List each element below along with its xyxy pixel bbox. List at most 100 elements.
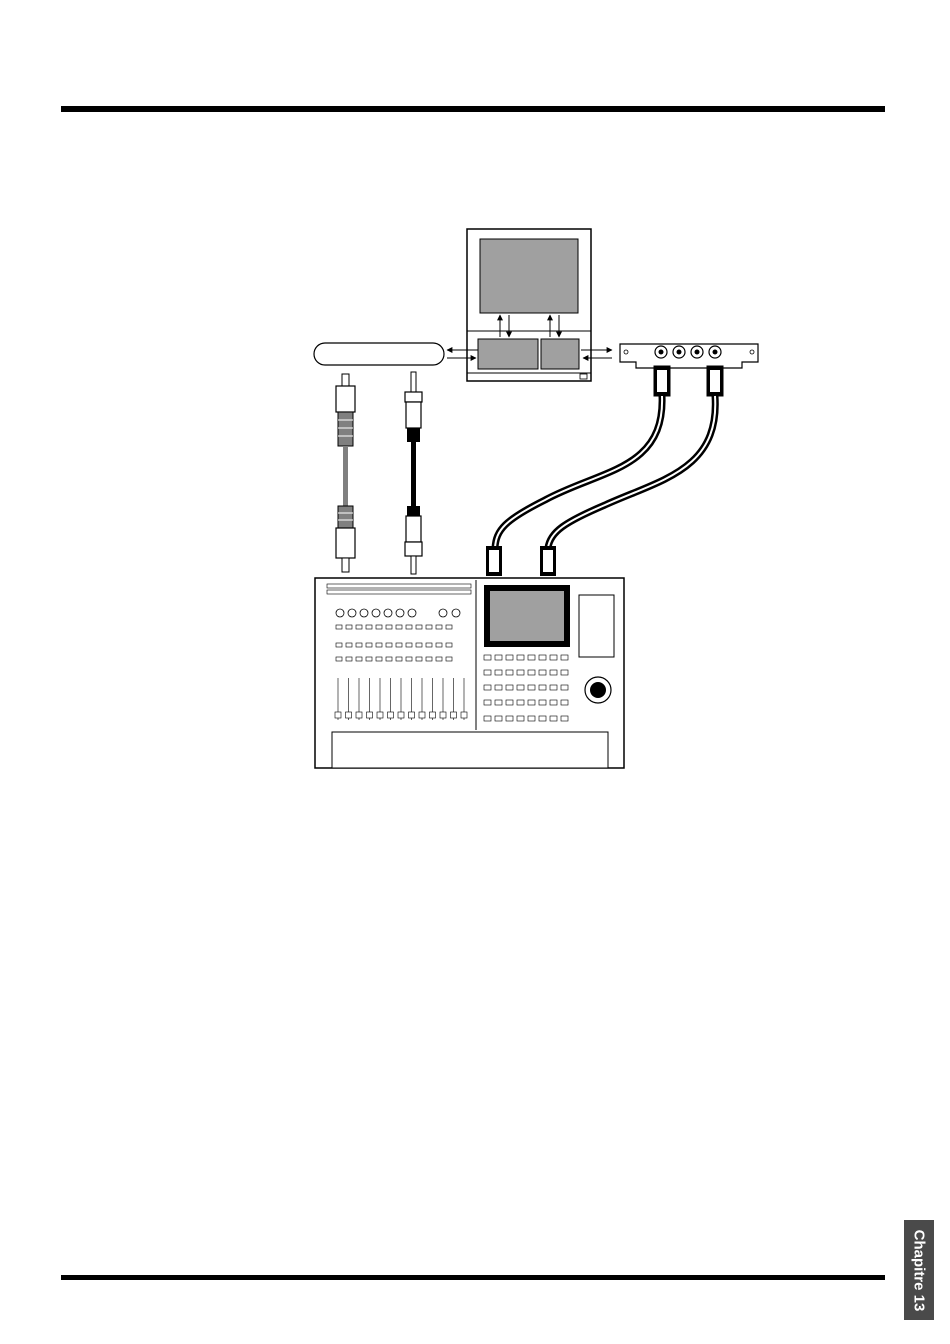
console-button [396,657,402,661]
console-button [376,643,382,647]
console-button [346,657,352,661]
fader-cap [409,712,415,718]
console-button [366,643,372,647]
console-button [528,685,535,690]
console-button [561,670,568,675]
console-button [386,643,392,647]
console-button [550,655,557,660]
console-button [426,657,432,661]
console-button [506,685,513,690]
top-rule [61,106,885,112]
console-button [356,625,362,629]
console-button [484,655,491,660]
console-button [436,643,442,647]
fader-cap [335,712,341,718]
fader-cap [367,712,373,718]
console-button [426,643,432,647]
console-button [506,655,513,660]
console-button [539,700,546,705]
console-button [356,643,362,647]
fader-cap [388,712,394,718]
console-button [446,657,452,661]
fader-cap [398,712,404,718]
console-button [539,670,546,675]
console-button [484,685,491,690]
console-button [550,716,557,721]
console-button [528,700,535,705]
rca-plug-icon [405,372,422,574]
console-button [495,700,502,705]
console-button [528,655,535,660]
console-button [416,657,422,661]
console-button [495,655,502,660]
fader-cap [451,712,457,718]
console-button [495,716,502,721]
console-button [517,700,524,705]
fader-cap [377,712,383,718]
fader-cap [346,712,352,718]
console-button [561,685,568,690]
console-button [336,657,342,661]
fader-cap [430,712,436,718]
console-button [446,643,452,647]
console-button [495,670,502,675]
console-button [550,700,557,705]
console-button [336,643,342,647]
console-button [484,700,491,705]
console-button [436,657,442,661]
console-button [446,625,452,629]
midi-plug-icon [486,366,670,576]
console-button [539,716,546,721]
console-button [396,625,402,629]
console-button [356,657,362,661]
connection-diagram [300,220,770,780]
fader-cap [419,712,425,718]
console-button [396,643,402,647]
console-button [539,685,546,690]
console-button [561,716,568,721]
console-button [517,670,524,675]
console-button [376,657,382,661]
console-button [506,670,513,675]
console-button [484,670,491,675]
console-button [506,700,513,705]
console-button [539,655,546,660]
console-button [386,625,392,629]
recorder-console-icon [315,578,624,768]
console-button [506,716,513,721]
console-button [406,625,412,629]
console-button [416,625,422,629]
fader-cap [356,712,362,718]
console-button [528,716,535,721]
bottom-rule [61,1275,885,1280]
console-button [346,643,352,647]
midi-plug-icon [540,366,723,576]
fader-cap [440,712,446,718]
console-button [561,655,568,660]
console-button [386,657,392,661]
console-button [336,625,342,629]
fader-cap [461,712,467,718]
console-button [495,685,502,690]
console-button [416,643,422,647]
console-button [376,625,382,629]
console-button [484,716,491,721]
console-button [550,670,557,675]
chapter-tab-label: Chapitre 13 [911,1229,928,1311]
computer-monitor-icon [467,229,591,381]
optical-plug-icon [336,374,355,572]
console-button [346,625,352,629]
console-button [366,657,372,661]
console-button [366,625,372,629]
console-button [406,657,412,661]
console-button [426,625,432,629]
console-button [406,643,412,647]
console-button [436,625,442,629]
console-button [550,685,557,690]
chapter-tab: Chapitre 13 [904,1220,934,1320]
console-button [517,655,524,660]
midi-card-icon [620,344,758,368]
console-button [517,685,524,690]
console-button [517,716,524,721]
console-button [528,670,535,675]
